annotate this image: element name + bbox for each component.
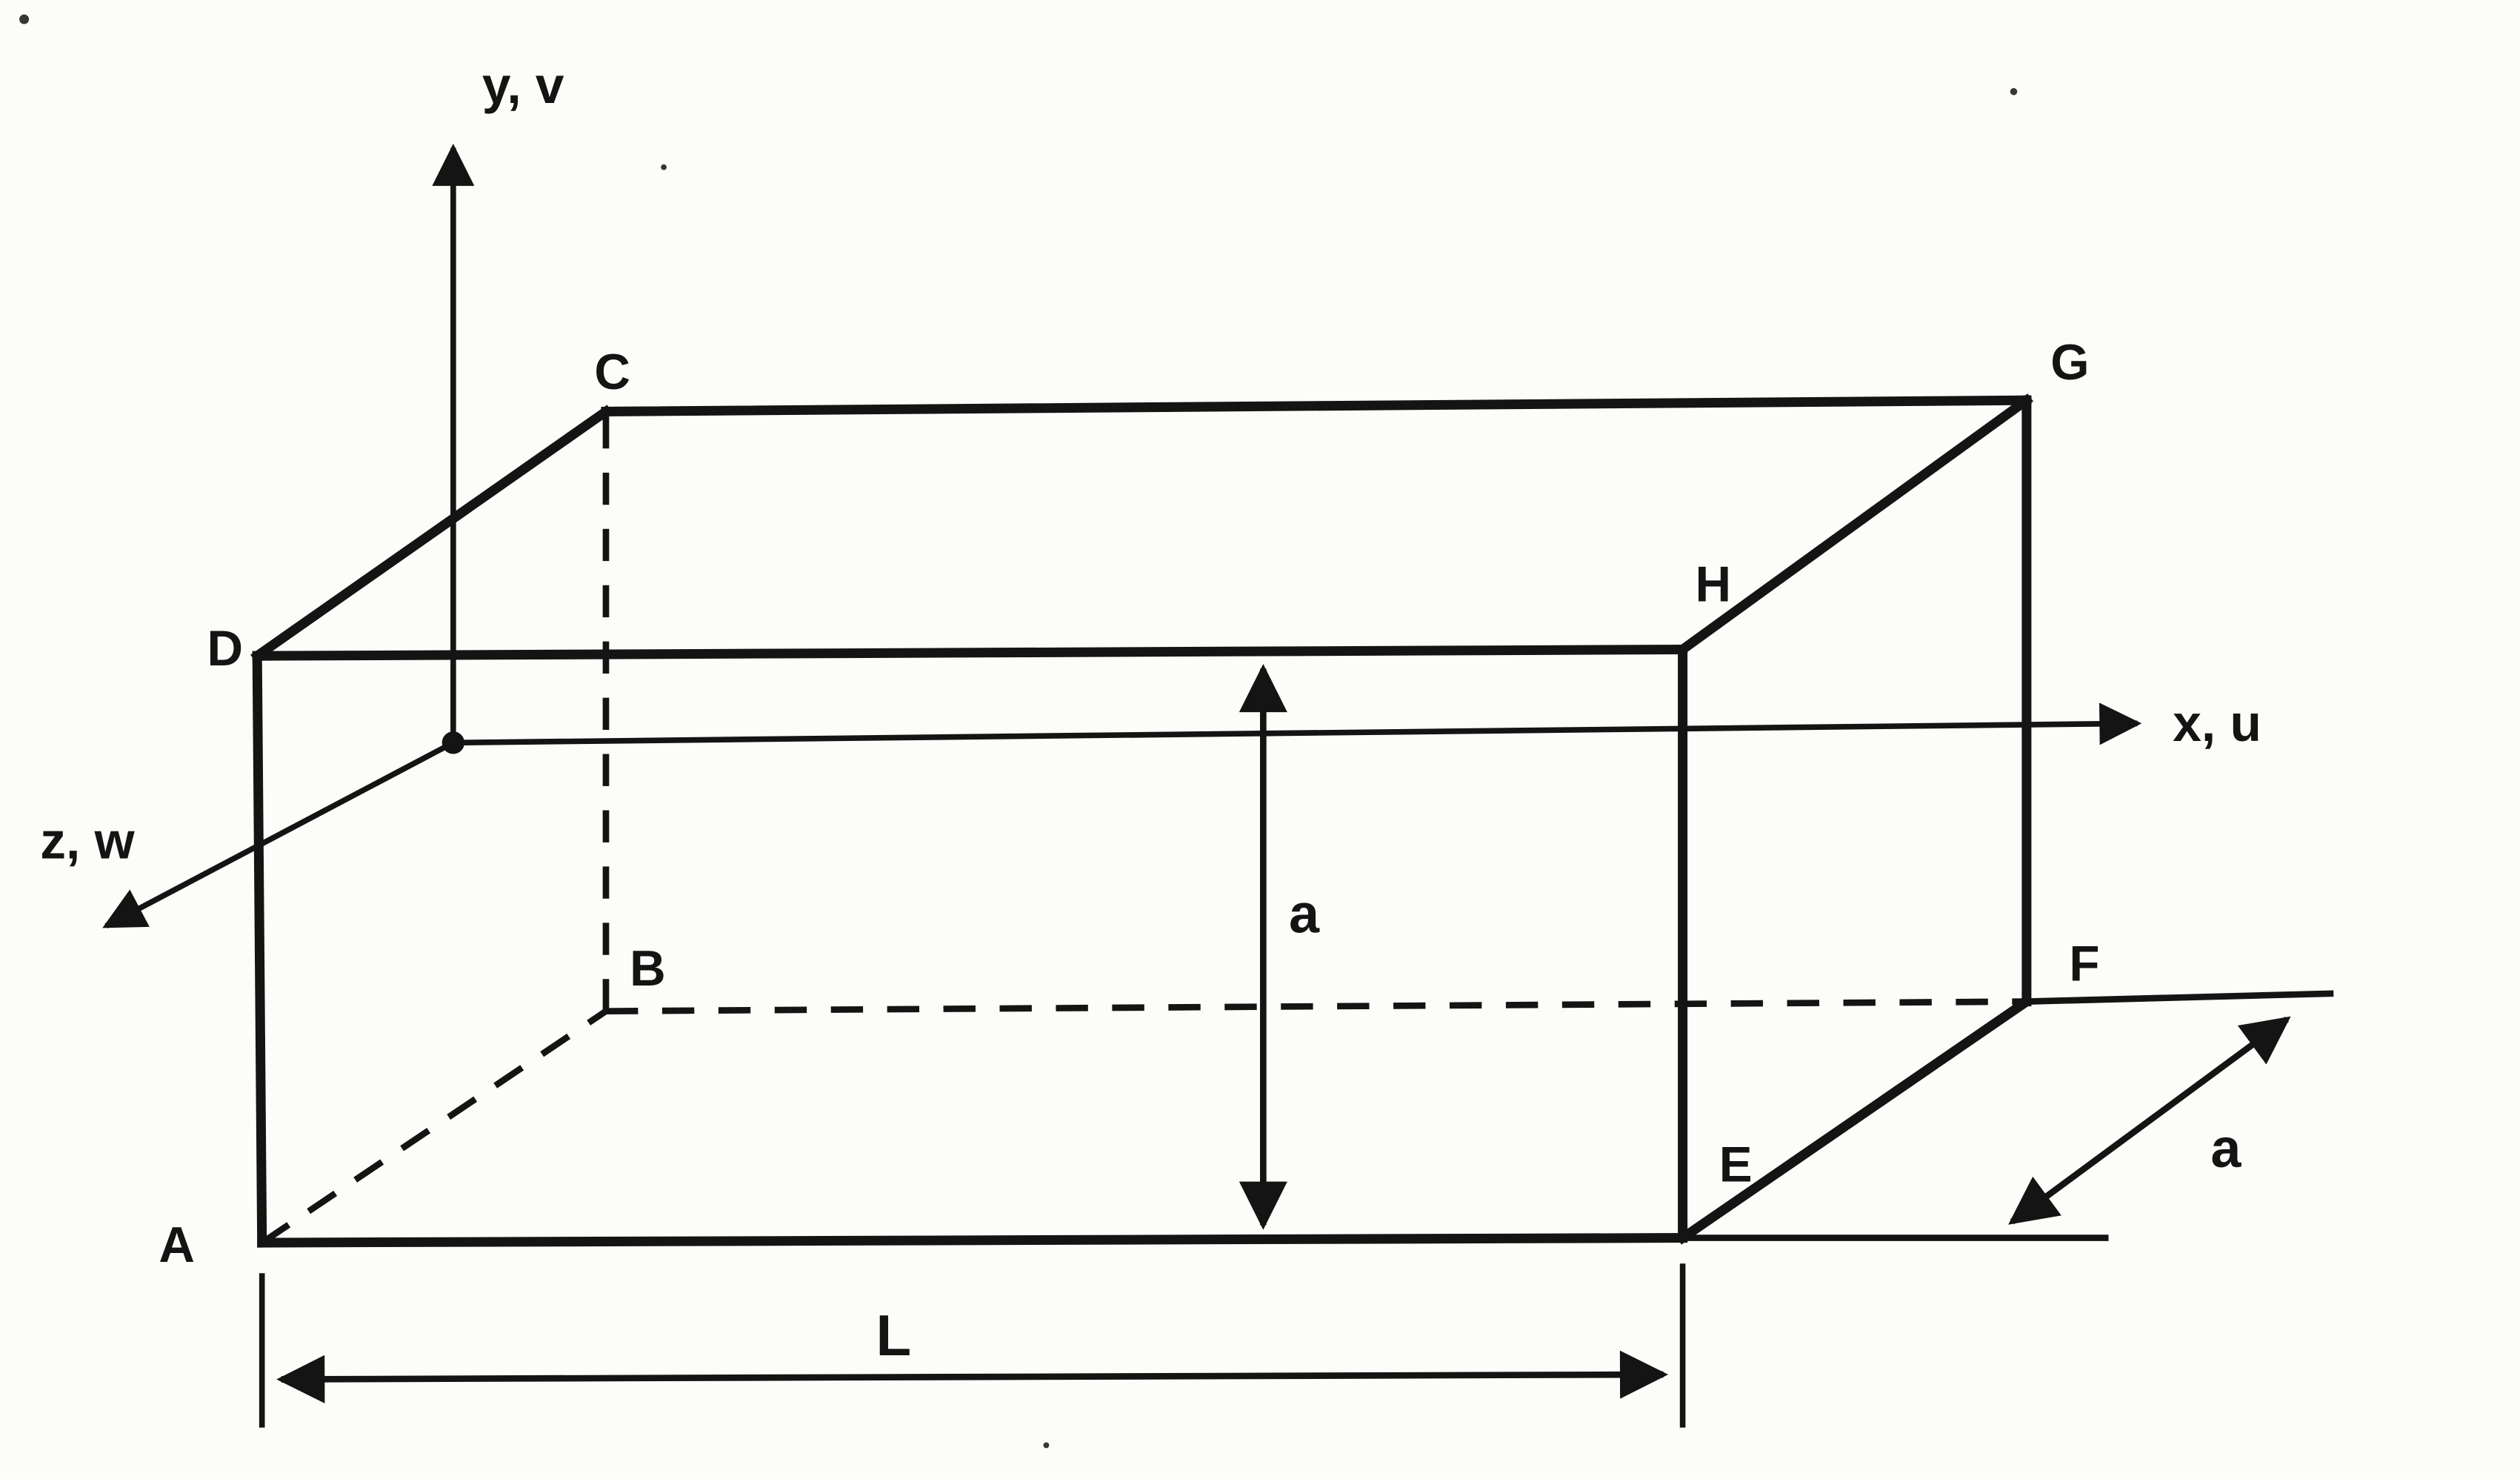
vertex-label-g: G [2050, 335, 2089, 390]
speckle [661, 164, 667, 170]
coordinate-axes [102, 143, 2142, 929]
vertex-label-e: E [1719, 1137, 1753, 1193]
vertex-label-a: A [159, 1217, 195, 1273]
z-axis-label: z, w [40, 812, 135, 870]
edge-AD [252, 651, 267, 1248]
length-dimension-arrow [276, 1350, 1669, 1403]
edge-EF [1676, 994, 2033, 1245]
edge-DH [252, 644, 1688, 661]
height-dimension-label: a [1289, 883, 1320, 944]
speckle [19, 14, 30, 24]
depth-dimension-label: a [2210, 1117, 2241, 1179]
edge-AB [260, 1008, 608, 1246]
edge-AE [257, 1233, 1688, 1248]
y-axis-label: y, v [482, 56, 564, 114]
vertex-label-f: F [2069, 936, 2099, 991]
z-axis [102, 740, 455, 929]
speckle [2010, 87, 2018, 96]
dimension-lines [259, 664, 2334, 1428]
length-dimension-label: L [876, 1303, 911, 1368]
x-axis [453, 702, 2142, 746]
vertex-labels: A B C D E F G H [159, 335, 2099, 1273]
edge-BF [605, 998, 2027, 1014]
depth-dimension-arrow [2008, 1016, 2291, 1225]
edge-HG [1676, 393, 2033, 657]
ground-line-upper [2026, 990, 2334, 1005]
box-hidden-edges [260, 411, 2027, 1246]
dimension-labels: a L a [876, 883, 2241, 1368]
box-solid-edges [250, 393, 2033, 1248]
axis-labels: y, v x, u z, w [40, 56, 2261, 870]
edge-CG [601, 395, 2032, 416]
vertex-label-h: H [1696, 556, 1732, 612]
scan-speckles [19, 14, 2018, 1449]
vertex-label-d: D [207, 621, 244, 677]
x-axis-label: x, u [2173, 694, 2261, 752]
origin-dot [441, 731, 465, 754]
speckle [1043, 1442, 1050, 1449]
vertex-label-b: B [630, 941, 666, 997]
vertex-label-c: C [594, 345, 630, 400]
edge-DC [250, 405, 613, 663]
